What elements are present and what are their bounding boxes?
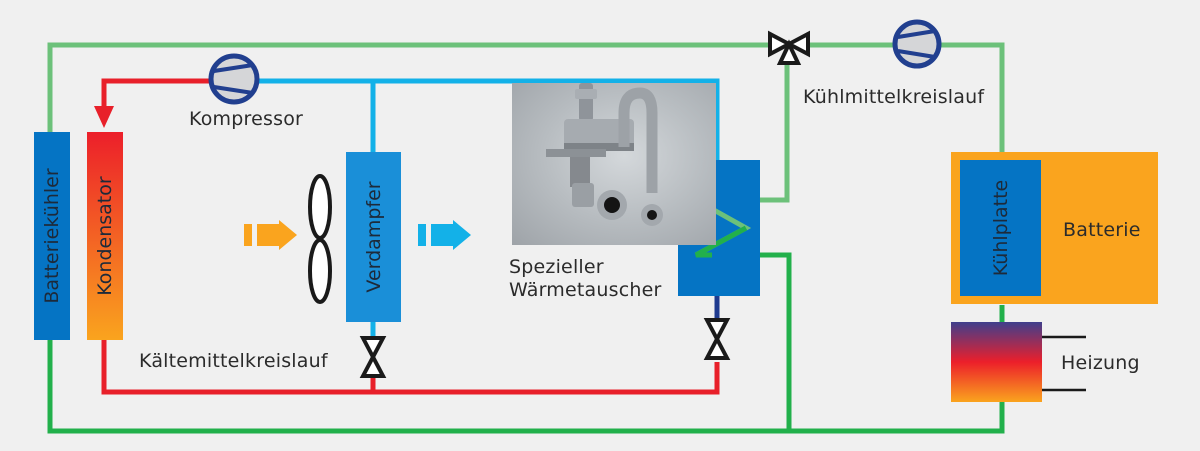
heater-label: Heizung [1061,352,1140,374]
expansion-valve-icon[interactable] [359,336,387,378]
condenser [87,132,123,340]
refrigerant-hot-line-top [101,78,230,110]
refrigerant-circuit [94,78,720,395]
compressor-label: Kompressor [189,108,304,130]
heat-exchanger-photo [512,83,716,245]
heat-exchanger-label-line2: Wärmetauscher [509,279,662,301]
three-way-valve-icon[interactable] [768,30,810,65]
heat-exchanger-coil-lower [694,225,748,258]
refrigerant-cold-line-top [230,78,720,160]
battery-cooler-label-box: Batteriekühler [34,132,70,340]
condenser-label-box: Kondensator [87,132,123,340]
battery-cooler [34,132,70,340]
airflow-arrow-icon [418,220,471,250]
cooling-plate [960,160,1041,296]
airflow-arrow-icon [244,220,297,250]
battery-label: Batterie [1063,219,1141,241]
condenser-label: Kondensator [94,176,116,296]
refrigerant-hot-line-bottom [101,340,720,395]
coolant-line-top [47,42,1005,152]
compressor-pump-icon[interactable] [208,53,260,105]
coolant-loop-label: Kühlmittelkreislauf [803,86,985,108]
heat-exchanger-label-line1: Spezieller [509,256,604,278]
coolant-pump-icon[interactable] [892,19,942,69]
evaporator-label: Verdampfer [362,181,385,293]
evaporator-label-box: Verdampfer [346,152,401,322]
refrigerant-loop-label: Kältemittelkreislauf [139,350,328,372]
flow-arrow-down-icon [94,106,114,128]
heater [951,322,1042,402]
cooling-plate-label: Kühlplatte [989,179,1012,277]
fan-icon [308,174,332,304]
battery-cooler-label: Batteriekühler [41,168,63,304]
evaporator [346,152,401,322]
coolant-line-bottom [47,340,1005,434]
expansion-valve-icon[interactable] [703,318,731,360]
cooling-plate-label-box: Kühlplatte [960,160,1041,296]
